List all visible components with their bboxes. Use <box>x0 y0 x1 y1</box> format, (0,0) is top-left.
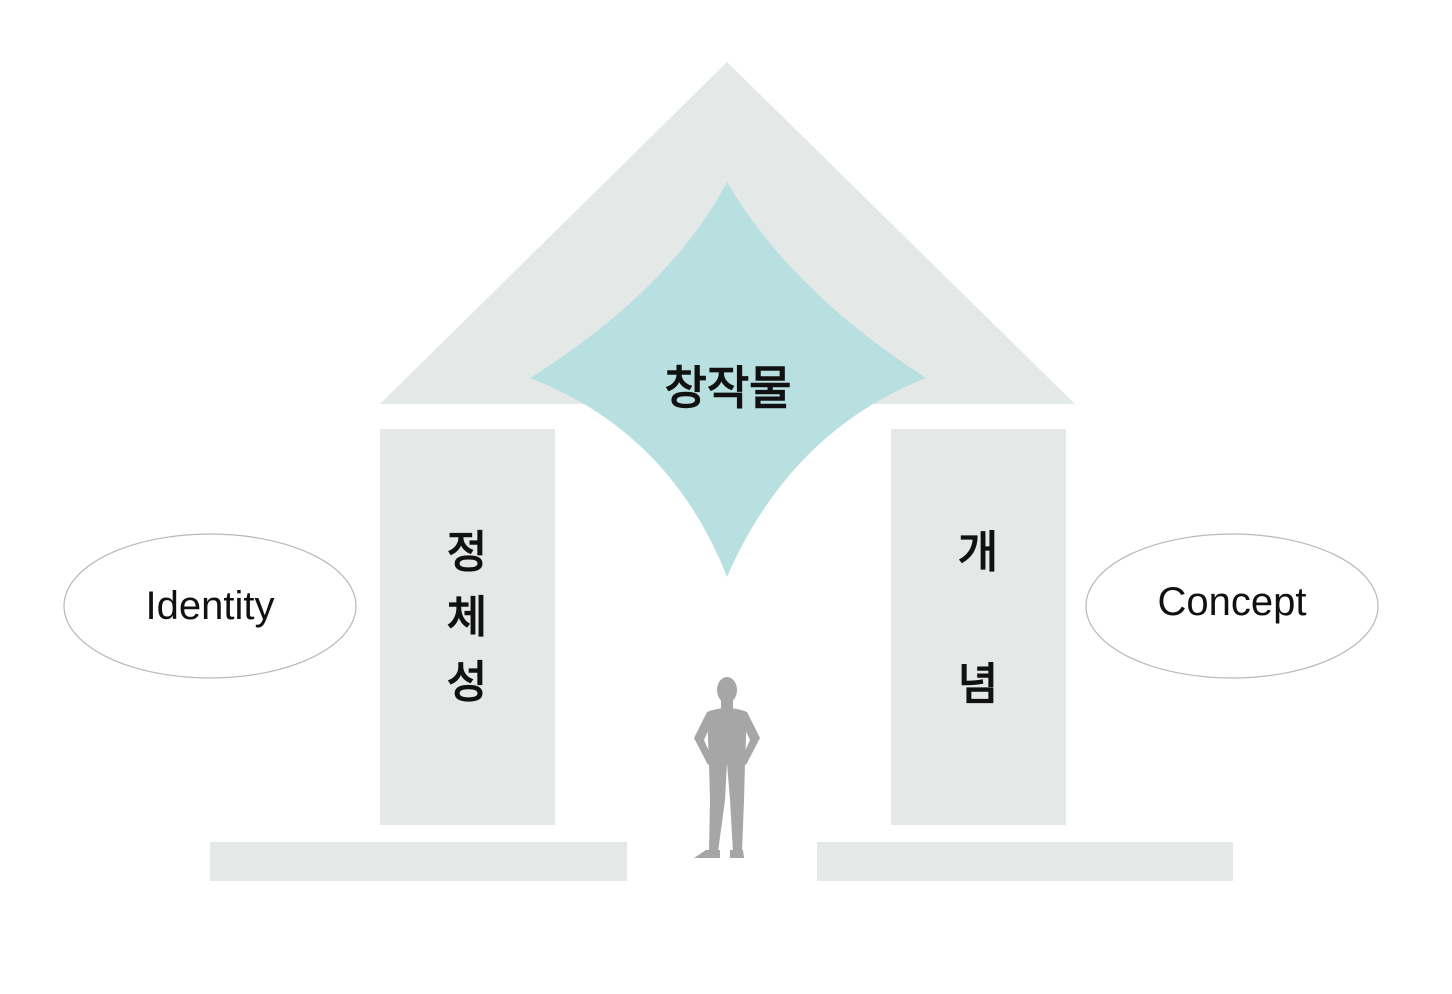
left-oval <box>63 533 357 679</box>
center-label: 창작물 <box>664 361 792 415</box>
right-pillar-char-1: 개 <box>957 527 999 578</box>
right-pillar-char-2: 념 <box>957 659 999 710</box>
right-base <box>817 842 1233 881</box>
right-pillar-label: 개 념 <box>948 531 1008 707</box>
right-pillar <box>891 429 1066 825</box>
right-oval <box>1085 533 1379 679</box>
left-base <box>210 842 627 881</box>
identity-label: Identity <box>145 584 275 628</box>
left-pillar <box>380 429 555 825</box>
left-pillar-label: 정 체 성 <box>437 531 497 705</box>
left-pillar-char-1: 정 <box>446 527 488 578</box>
left-pillar-char-2: 체 <box>446 592 488 643</box>
concept-label: Concept <box>1157 580 1307 624</box>
left-pillar-char-3: 성 <box>446 657 488 708</box>
person-icon <box>694 677 760 858</box>
center-star <box>530 182 926 577</box>
